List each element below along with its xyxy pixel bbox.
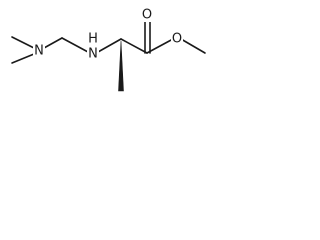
bond-ch2-nh <box>61 37 89 53</box>
atom-n-dimethyl: N <box>34 44 44 59</box>
atom-o-ester: O <box>172 32 182 47</box>
atom-label-layer: N N O O <box>33 8 183 62</box>
bond-oester-methyl <box>180 38 206 54</box>
atom-o-carbonyl: O <box>142 8 152 23</box>
bond-layer <box>11 21 206 92</box>
bond-ccarbonyl-oester <box>146 38 174 54</box>
bond-methyl-top-n <box>11 36 35 49</box>
atom-n-amine: N <box>88 47 98 62</box>
bond-nh-calpha <box>97 38 122 53</box>
atom-h-amine: H <box>88 32 98 47</box>
bond-n-ch2 <box>43 37 63 49</box>
wedge-bond-alpha-methyl <box>118 40 124 92</box>
molecule-structure: N N O O H <box>11 8 206 92</box>
amine-h-group: H <box>87 32 99 47</box>
bond-methyl-bottom-n <box>11 53 35 64</box>
bond-calpha-ccarbonyl <box>120 38 148 54</box>
